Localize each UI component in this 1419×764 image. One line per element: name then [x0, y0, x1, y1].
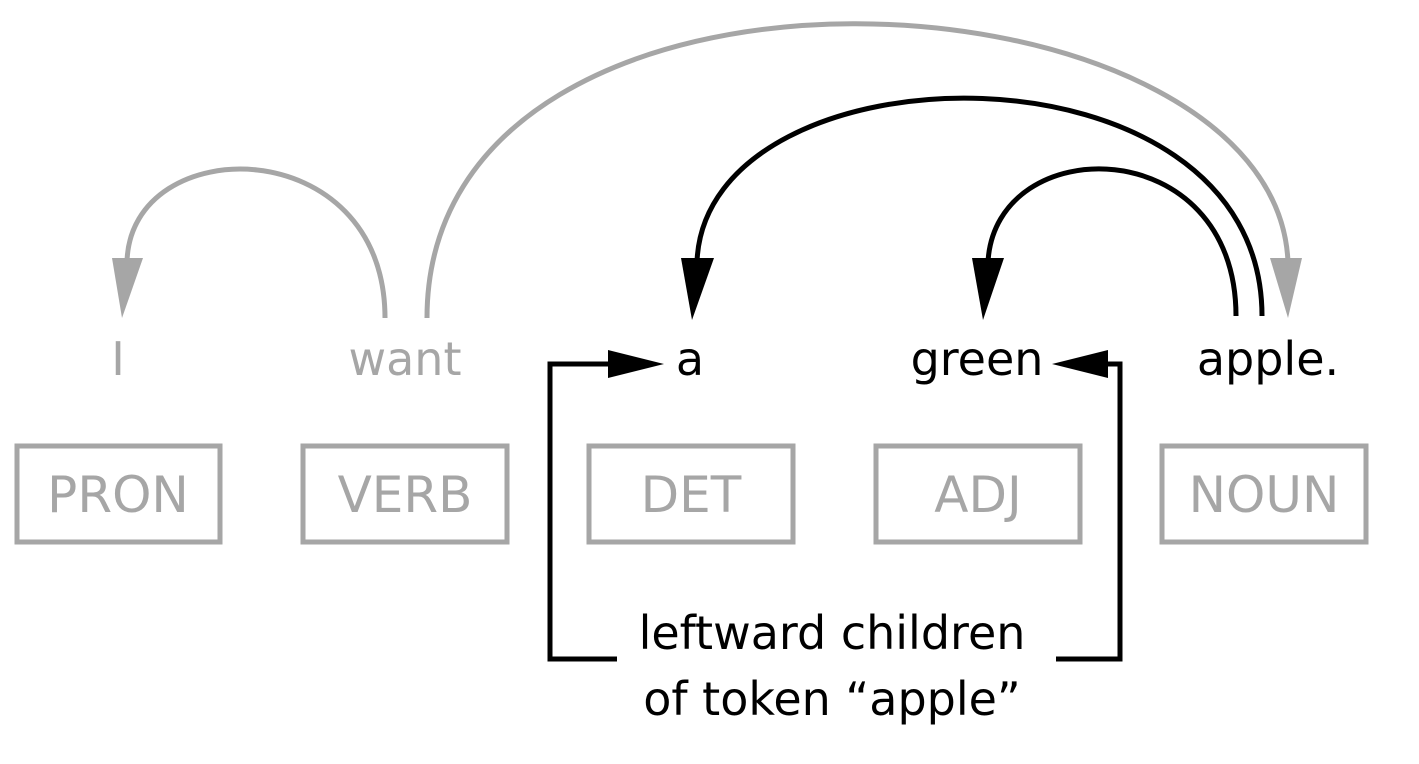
- bracket-left: [547, 361, 617, 662]
- pos-tag-adj: ADJ: [934, 466, 1021, 524]
- token-apple: apple.: [1197, 332, 1339, 386]
- pos-box-pron: [14, 443, 223, 545]
- token-a: a: [676, 332, 704, 386]
- arc-want-to-i: [124, 166, 388, 319]
- pos-tag-verb: VERB: [338, 466, 473, 524]
- arrowhead-a: [681, 258, 714, 320]
- arc-apple-to-a: [694, 95, 1265, 317]
- arrowhead-apple: [1270, 258, 1302, 318]
- arrowhead-green: [972, 258, 1004, 320]
- token-green: green: [911, 332, 1044, 386]
- arc-apple-to-green: [985, 166, 1239, 317]
- token-i: I: [111, 332, 125, 386]
- arrowhead-i: [112, 258, 143, 318]
- pos-box-adj: [873, 443, 1083, 545]
- caption-line-1: leftward children: [639, 606, 1026, 660]
- pos-box-det: [586, 443, 796, 545]
- pos-tag-pron: PRON: [47, 466, 189, 524]
- bracket-left-arrowhead: [608, 350, 664, 378]
- arc-want-to-apple: [424, 21, 1291, 319]
- bracket-right-arrowhead: [1052, 350, 1108, 378]
- pos-box-verb: [300, 443, 510, 545]
- pos-tag-det: DET: [641, 466, 742, 524]
- pos-tag-noun: NOUN: [1189, 466, 1340, 524]
- bracket-right: [1056, 361, 1123, 662]
- token-want: want: [348, 332, 461, 386]
- caption-line-2: of token “apple”: [643, 672, 1021, 726]
- pos-box-noun: [1159, 443, 1369, 545]
